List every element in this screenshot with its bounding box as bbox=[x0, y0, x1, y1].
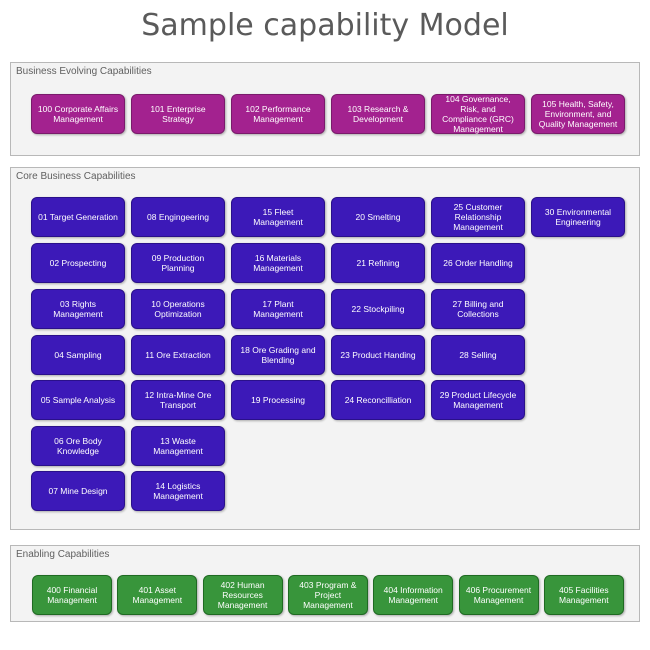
capability-box[interactable]: 404 Information Management bbox=[373, 575, 454, 615]
capability-box[interactable]: 103 Research & Development bbox=[331, 94, 425, 134]
section-label: Core Business Capabilities bbox=[16, 171, 136, 182]
capability-box[interactable]: 09 Production Planning bbox=[131, 243, 225, 283]
capability-box[interactable]: 26 Order Handling bbox=[431, 243, 525, 283]
capability-box[interactable]: 28 Selling bbox=[431, 335, 525, 375]
core-business-section: Core Business Capabilities 01 Target Gen… bbox=[10, 167, 640, 530]
capability-box[interactable]: 100 Corporate Affairs Management bbox=[31, 94, 125, 134]
capability-box[interactable]: 11 Ore Extraction bbox=[131, 335, 225, 375]
capability-box[interactable]: 05 Sample Analysis bbox=[31, 380, 125, 420]
capability-box[interactable]: 01 Target Generation bbox=[31, 197, 125, 237]
capability-box[interactable]: 13 Waste Management bbox=[131, 426, 225, 466]
capability-box[interactable]: 03 Rights Management bbox=[31, 289, 125, 329]
capability-box[interactable]: 402 Human Resources Management bbox=[202, 575, 283, 615]
capability-box[interactable]: 12 Intra-Mine Ore Transport bbox=[131, 380, 225, 420]
section-label: Business Evolving Capabilities bbox=[16, 66, 152, 77]
capability-box[interactable]: 105 Health, Safety, Environment, and Qua… bbox=[531, 94, 625, 134]
capability-box[interactable]: 19 Processing bbox=[231, 380, 325, 420]
capability-box[interactable]: 25 Customer Relationship Management bbox=[431, 197, 525, 237]
capability-box[interactable]: 10 Operations Optimization bbox=[131, 289, 225, 329]
capability-box[interactable]: 27 Billing and Collections bbox=[431, 289, 525, 329]
capability-box[interactable]: 04 Sampling bbox=[31, 335, 125, 375]
capability-box[interactable]: 18 Ore Grading and Blending bbox=[231, 335, 325, 375]
capability-box[interactable]: 406 Procurement Management bbox=[458, 575, 539, 615]
capability-box[interactable]: 405 Facilities Management bbox=[543, 575, 624, 615]
capability-box[interactable]: 02 Prospecting bbox=[31, 243, 125, 283]
capability-box[interactable]: 22 Stockpiling bbox=[331, 289, 425, 329]
capability-box[interactable]: 401 Asset Management bbox=[117, 575, 198, 615]
capability-box[interactable]: 101 Enterprise Strategy bbox=[131, 94, 225, 134]
capability-box[interactable]: 24 Reconcilliation bbox=[331, 380, 425, 420]
capability-box[interactable]: 23 Product Handing bbox=[331, 335, 425, 375]
page-title: Sample capability Model bbox=[141, 8, 509, 43]
section-label: Enabling Capabilities bbox=[16, 549, 110, 560]
capability-box[interactable]: 30 Environmental Engineering bbox=[531, 197, 625, 237]
capability-box[interactable]: 15 Fleet Management bbox=[231, 197, 325, 237]
capability-box[interactable]: 06 Ore Body Knowledge bbox=[31, 426, 125, 466]
capability-box[interactable]: 07 Mine Design bbox=[31, 471, 125, 511]
capability-box[interactable]: 08 Engingeering bbox=[131, 197, 225, 237]
business-evolving-section: Business Evolving Capabilities 100 Corpo… bbox=[10, 62, 640, 156]
capability-box[interactable]: 20 Smelting bbox=[331, 197, 425, 237]
capability-box[interactable]: 17 Plant Management bbox=[231, 289, 325, 329]
enabling-section: Enabling Capabilities 400 Financial Mana… bbox=[10, 545, 640, 622]
capability-box[interactable]: 102 Performance Management bbox=[231, 94, 325, 134]
capability-box[interactable]: 104 Governance, Risk, and Compliance (GR… bbox=[431, 94, 525, 134]
capability-box[interactable]: 21 Refining bbox=[331, 243, 425, 283]
capability-box[interactable]: 29 Product Lifecycle Management bbox=[431, 380, 525, 420]
capability-box[interactable]: 400 Financial Management bbox=[32, 575, 112, 615]
capability-box[interactable]: 403 Program & Project Management bbox=[287, 575, 368, 615]
capability-box[interactable]: 16 Materials Management bbox=[231, 243, 325, 283]
capability-box[interactable]: 14 Logistics Management bbox=[131, 471, 225, 511]
